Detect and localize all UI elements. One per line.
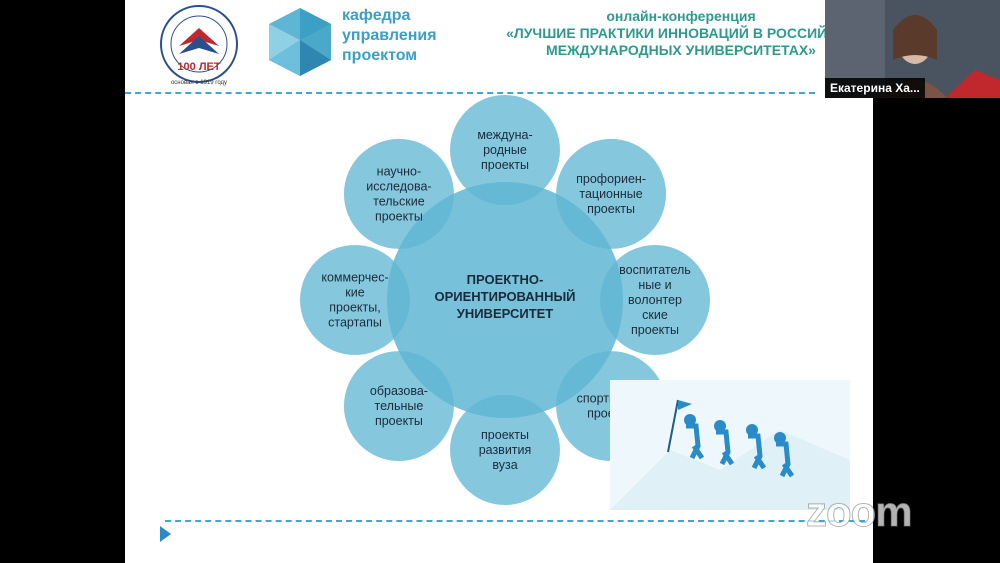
- petal-circle: [300, 245, 410, 355]
- department-name-line: управления: [342, 27, 437, 44]
- petal-circle: [600, 245, 710, 355]
- department-logo-icon: [269, 8, 331, 76]
- conference-name-line: МЕЖДУНАРОДНЫХ УНИВЕРСИТЕТАХ»: [546, 42, 816, 58]
- zoom-watermark: zoom: [806, 488, 914, 536]
- department-name: кафедра управления проектом: [342, 6, 437, 66]
- next-slide-arrow-icon[interactable]: [160, 526, 171, 542]
- center-circle: [387, 182, 623, 418]
- participant-name-label: Екатерина Ха...: [825, 78, 925, 98]
- department-name-line: проектом: [342, 47, 418, 64]
- conference-title: онлайн-конференция «ЛУЧШИЕ ПРАКТИКИ ИННО…: [471, 8, 873, 59]
- presentation-slide: 100 ЛЕТ основан в 1919 году кафедра упра…: [125, 0, 873, 563]
- department-name-line: кафедра: [342, 7, 411, 24]
- svg-text:100 ЛЕТ: 100 ЛЕТ: [177, 61, 220, 73]
- petal-circle: [450, 95, 560, 205]
- conference-name-line: «ЛУЧШИЕ ПРАКТИКИ ИННОВАЦИЙ В РОССИЙСКИ: [506, 25, 856, 41]
- bottom-divider: [165, 520, 865, 522]
- petal-circle: [450, 395, 560, 505]
- climbing-people-illustration: [610, 380, 850, 510]
- svg-text:основан в 1919 году: основан в 1919 году: [171, 80, 227, 86]
- participant-video-tile[interactable]: Екатерина Ха...: [825, 0, 1000, 98]
- top-divider: [125, 92, 815, 94]
- conference-subtitle: онлайн-конференция: [606, 8, 756, 24]
- university-logo: 100 ЛЕТ основан в 1919 году: [160, 5, 238, 86]
